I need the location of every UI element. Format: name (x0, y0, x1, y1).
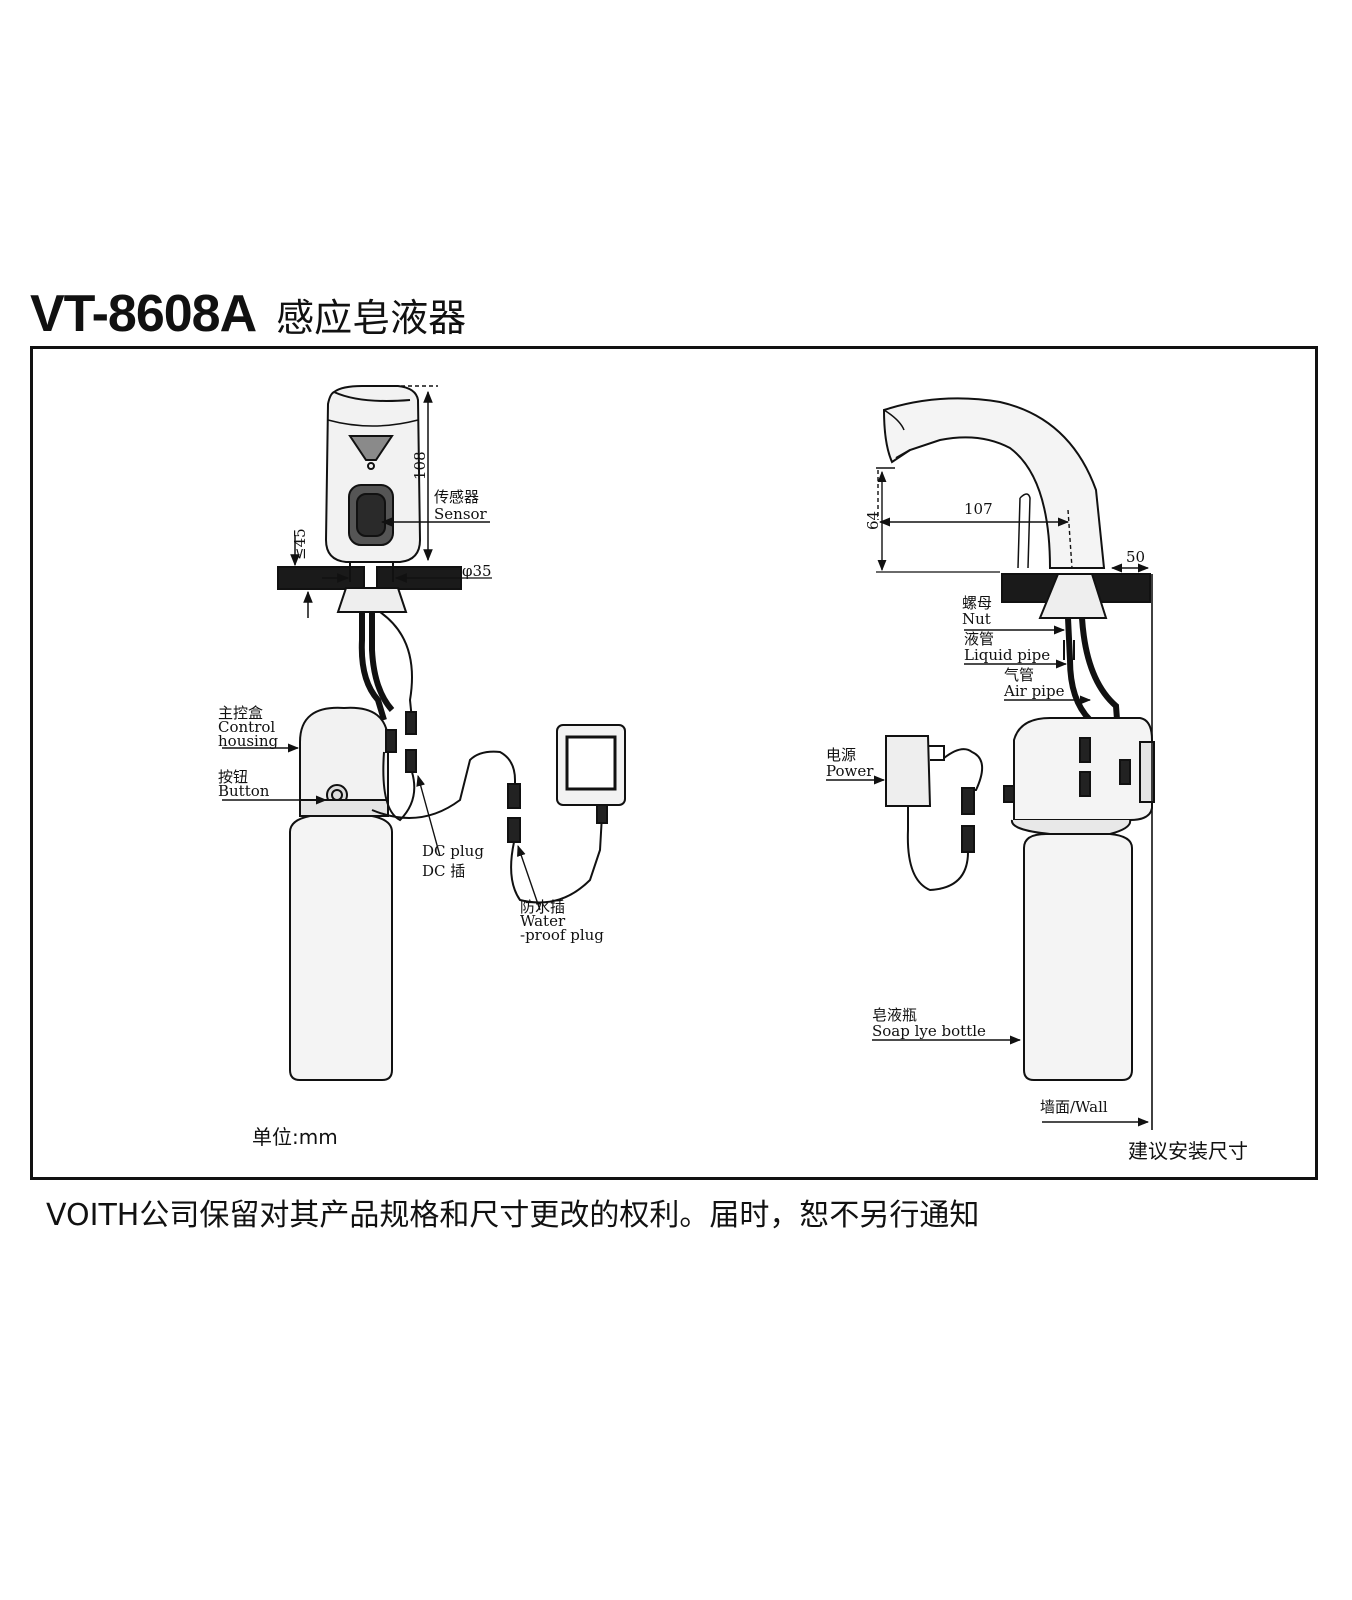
soap-bottle (289, 815, 393, 1081)
countertop-left-side (1001, 573, 1059, 603)
label-nut-cn: 螺母 (962, 594, 992, 612)
nozzle (348, 435, 394, 461)
model-number: VT-8608A (30, 285, 257, 343)
front-view (222, 385, 626, 1081)
control-housing (299, 706, 389, 801)
label-waterproof-cn: 防水插 (520, 898, 565, 916)
label-air-en: Air pipe (1003, 682, 1065, 700)
title: VT-8608A 感应皂液器 (30, 284, 466, 344)
label-control-en1: Control (218, 718, 275, 736)
mount-nut-side (1038, 573, 1108, 619)
dim-height-108: 108 (411, 451, 429, 480)
soap-bottle-side (1023, 833, 1133, 1081)
power-adapter-side (885, 735, 932, 807)
label-nut-en: Nut (962, 610, 991, 628)
label-wall: 墙面/Wall (1040, 1098, 1108, 1116)
front-view-labels: 108 ≤45 φ35 传感器 Sensor 主控盒 Control housi… (218, 451, 604, 1149)
label-sensor-en: Sensor (434, 505, 488, 523)
dim-hole-35: φ35 (462, 562, 492, 580)
dim-wall-50: 50 (1126, 548, 1145, 566)
mount-nut (336, 587, 408, 613)
spout (882, 397, 1106, 569)
label-control-en2: housing (218, 732, 279, 750)
dim-reach-107: 107 (964, 500, 993, 518)
label-button-en: Button (218, 782, 270, 800)
label-bottle-cn: 皂液瓶 (872, 1006, 917, 1024)
label-button-cn: 按钮 (218, 768, 248, 786)
label-bottle-en: Soap lye bottle (872, 1022, 986, 1040)
label-waterproof-en2: -proof plug (520, 926, 604, 944)
unit-label: 单位:mm (252, 1125, 338, 1149)
dim-spout-64: 64 (864, 511, 882, 530)
recommend-label: 建议安装尺寸 (1128, 1139, 1248, 1163)
label-air-cn: 气管 (1004, 666, 1034, 684)
dim-thickness-45: ≤45 (291, 528, 309, 560)
label-liquid-cn: 液管 (964, 630, 994, 648)
label-power-en: Power (826, 762, 874, 780)
label-dc-cn: DC 插 (422, 862, 465, 880)
label-sensor-cn: 传感器 (434, 488, 479, 506)
side-view-labels: 64 107 50 螺母 Nut 液管 Liquid pipe 气管 Air p… (826, 500, 1248, 1163)
side-view (826, 397, 1155, 1130)
countertop-right-side (1091, 573, 1151, 603)
label-liquid-en: Liquid pipe (964, 646, 1050, 664)
disclaimer: VOITH公司保留对其产品规格和尺寸更改的权利。届时，恕不另行通知 (46, 1198, 980, 1233)
label-control-cn: 主控盒 (218, 704, 263, 722)
label-power-cn: 电源 (826, 746, 856, 764)
label-dc-en: DC plug (422, 842, 484, 860)
countertop-left (277, 566, 365, 590)
product-name: 感应皂液器 (276, 296, 467, 340)
control-housing-side (1013, 717, 1153, 821)
drawing-frame (30, 346, 1318, 1180)
label-waterproof-en1: Water (520, 912, 566, 930)
